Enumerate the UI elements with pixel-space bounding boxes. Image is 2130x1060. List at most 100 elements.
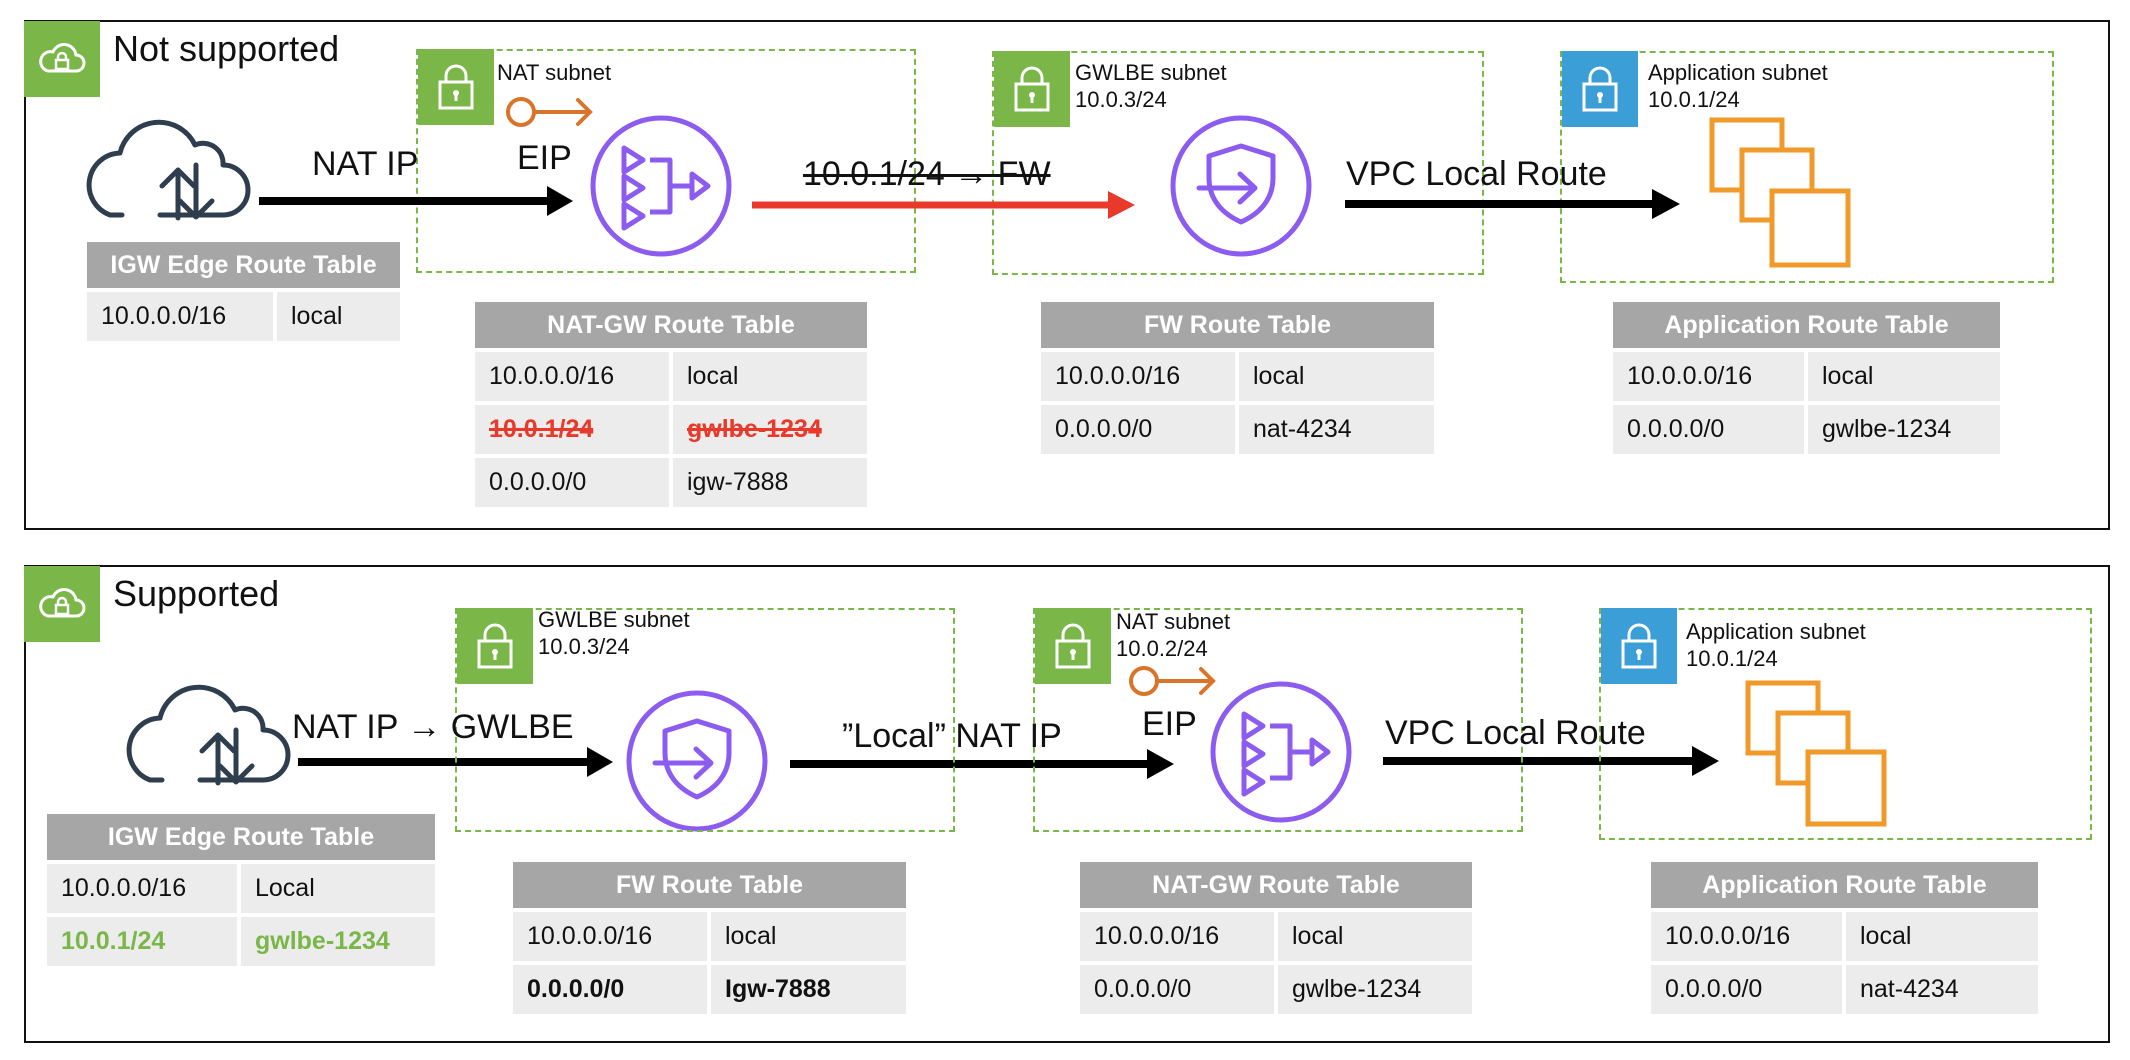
route-target: local xyxy=(1239,352,1434,401)
route-destination: 10.0.0.0/16 xyxy=(47,864,237,913)
route-table-title: Application Route Table xyxy=(1651,862,2038,908)
route-row: 10.0.0.0/16 Local xyxy=(47,864,435,913)
route-destination: 0.0.0.0/0 xyxy=(513,965,707,1014)
subnet-cidr: 10.0.3/24 xyxy=(1075,87,1167,112)
route-table-title: NAT-GW Route Table xyxy=(1080,862,1472,908)
flow-arrow-igw-to-gwlbe xyxy=(298,747,613,777)
application-route-table: Application Route Table 10.0.0.0/16 loca… xyxy=(1613,302,2000,454)
route-destination: 10.0.0.0/16 xyxy=(1651,912,1842,961)
route-target: local xyxy=(1808,352,2000,401)
flow-arrow-nat-to-fw-blocked xyxy=(752,191,1135,219)
route-row: 0.0.0.0/0 gwlbe-1234 xyxy=(1080,965,1472,1014)
subnet-name-text: Application subnet xyxy=(1686,619,1866,644)
flow-arrow-igw-to-nat xyxy=(259,186,573,216)
route-table-title: IGW Edge Route Table xyxy=(47,814,435,860)
route-destination: 0.0.0.0/0 xyxy=(1080,965,1274,1014)
subnet-name-text: GWLBE subnet xyxy=(1075,60,1227,85)
route-target: local xyxy=(1278,912,1472,961)
route-destination: 10.0.0.0/16 xyxy=(1080,912,1274,961)
route-destination: 10.0.0.0/16 xyxy=(475,352,669,401)
route-row: 10.0.0.0/16 local xyxy=(475,352,867,401)
lock-icon xyxy=(457,608,533,684)
route-destination: 10.0.0.0/16 xyxy=(1041,352,1235,401)
route-target: gwlbe-1234 xyxy=(1808,405,2000,454)
nat-gw-route-table: NAT-GW Route Table 10.0.0.0/16 local 10.… xyxy=(475,302,867,507)
internet-gateway-cloud-icon xyxy=(86,119,251,221)
route-target: igw-7888 xyxy=(673,458,867,507)
route-table-title: NAT-GW Route Table xyxy=(475,302,867,348)
gwlb-endpoint-icon xyxy=(1170,115,1312,257)
gwlbe-subnet xyxy=(992,51,1484,275)
nat-subnet xyxy=(416,49,916,273)
route-destination: 10.0.1/24 xyxy=(47,917,237,966)
panel-title: Supported xyxy=(113,573,280,614)
route-destination: 10.0.0.0/16 xyxy=(87,292,273,341)
lock-icon xyxy=(994,51,1070,127)
flow-label-local-nat-ip: ”Local” NAT IP xyxy=(842,717,1062,755)
route-target: gwlbe-1234 xyxy=(241,917,435,966)
flow-label-vpc-local: VPC Local Route xyxy=(1385,714,1646,752)
subnet-name-text: NAT subnet xyxy=(1116,609,1231,634)
route-table-title: FW Route Table xyxy=(513,862,906,908)
route-destination: 0.0.0.0/0 xyxy=(1613,405,1804,454)
eip-label: EIP xyxy=(517,139,572,177)
lock-icon xyxy=(1562,51,1638,127)
igw-edge-route-table: IGW Edge Route Table 10.0.0.0/16 local xyxy=(87,242,400,341)
fw-route-table: FW Route Table 10.0.0.0/16 local 0.0.0.0… xyxy=(1041,302,1434,454)
route-row: 10.0.0.0/16 local xyxy=(1041,352,1434,401)
lock-icon xyxy=(418,49,494,125)
application-instances-icon xyxy=(1709,117,1851,268)
gwlbe-subnet xyxy=(455,608,955,832)
route-target: local xyxy=(673,352,867,401)
nat-subnet xyxy=(1033,608,1523,832)
flow-arrow-fw-to-app xyxy=(1345,189,1680,219)
route-destination: 0.0.0.0/0 xyxy=(475,458,669,507)
route-target: nat-4234 xyxy=(1846,965,2038,1014)
route-destination: 0.0.0.0/0 xyxy=(1651,965,1842,1014)
igw-edge-route-table: IGW Edge Route Table 10.0.0.0/16 Local 1… xyxy=(47,814,435,966)
route-target: gwlbe-1234 xyxy=(1278,965,1472,1014)
flow-label-nat-ip-to-gwlbe: NAT IP → GWLBE xyxy=(292,708,574,746)
subnet-name: NAT subnet xyxy=(497,60,612,85)
supported-panel xyxy=(24,565,2110,1043)
application-instances-icon xyxy=(1745,680,1887,827)
nat-gateway-icon xyxy=(1210,681,1352,823)
route-row-removed: 10.0.1/24 gwlbe-1234 xyxy=(475,405,867,454)
gwlb-endpoint-icon xyxy=(626,690,768,832)
route-row: 10.0.0.0/16 local xyxy=(513,912,906,961)
route-row: 10.0.0.0/16 local xyxy=(1651,912,2038,961)
subnet-name-text: GWLBE subnet xyxy=(538,607,690,632)
route-row: 10.0.0.0/16 local xyxy=(1080,912,1472,961)
route-destination: 10.0.0.0/16 xyxy=(513,912,707,961)
route-row: 10.0.0.0/16 local xyxy=(1613,352,2000,401)
route-row: 0.0.0.0/0 igw-7888 xyxy=(475,458,867,507)
route-row: 0.0.0.0/0 gwlbe-1234 xyxy=(1613,405,2000,454)
subnet-cidr: 10.0.3/24 xyxy=(538,634,630,659)
route-target: local xyxy=(711,912,906,961)
fw-route-table: FW Route Table 10.0.0.0/16 local 0.0.0.0… xyxy=(513,862,906,1014)
vpc-cloud-lock-icon xyxy=(24,566,100,642)
subnet-cidr: 10.0.1/24 xyxy=(1686,646,1778,671)
route-target: nat-4234 xyxy=(1239,405,1434,454)
route-destination: 10.0.1/24 xyxy=(475,405,669,454)
subnet-cidr: 10.0.1/24 xyxy=(1648,87,1740,112)
eip-label: EIP xyxy=(1142,705,1197,743)
flow-arrow-nat-to-app xyxy=(1383,746,1719,776)
eip-icon xyxy=(1129,666,1216,696)
route-row: 0.0.0.0/0 Igw-7888 xyxy=(513,965,906,1014)
route-target: local xyxy=(1846,912,2038,961)
flow-label-blocked-route: 10.0.1/24 → FW xyxy=(803,155,1051,193)
internet-gateway-cloud-icon xyxy=(126,684,291,786)
route-row: 0.0.0.0/0 nat-4234 xyxy=(1041,405,1434,454)
route-target: local xyxy=(277,292,400,341)
route-target: Local xyxy=(241,864,435,913)
route-target: gwlbe-1234 xyxy=(673,405,867,454)
route-table-title: Application Route Table xyxy=(1613,302,2000,348)
application-subnet xyxy=(1599,608,2092,840)
panel-title: Not supported xyxy=(113,28,340,69)
